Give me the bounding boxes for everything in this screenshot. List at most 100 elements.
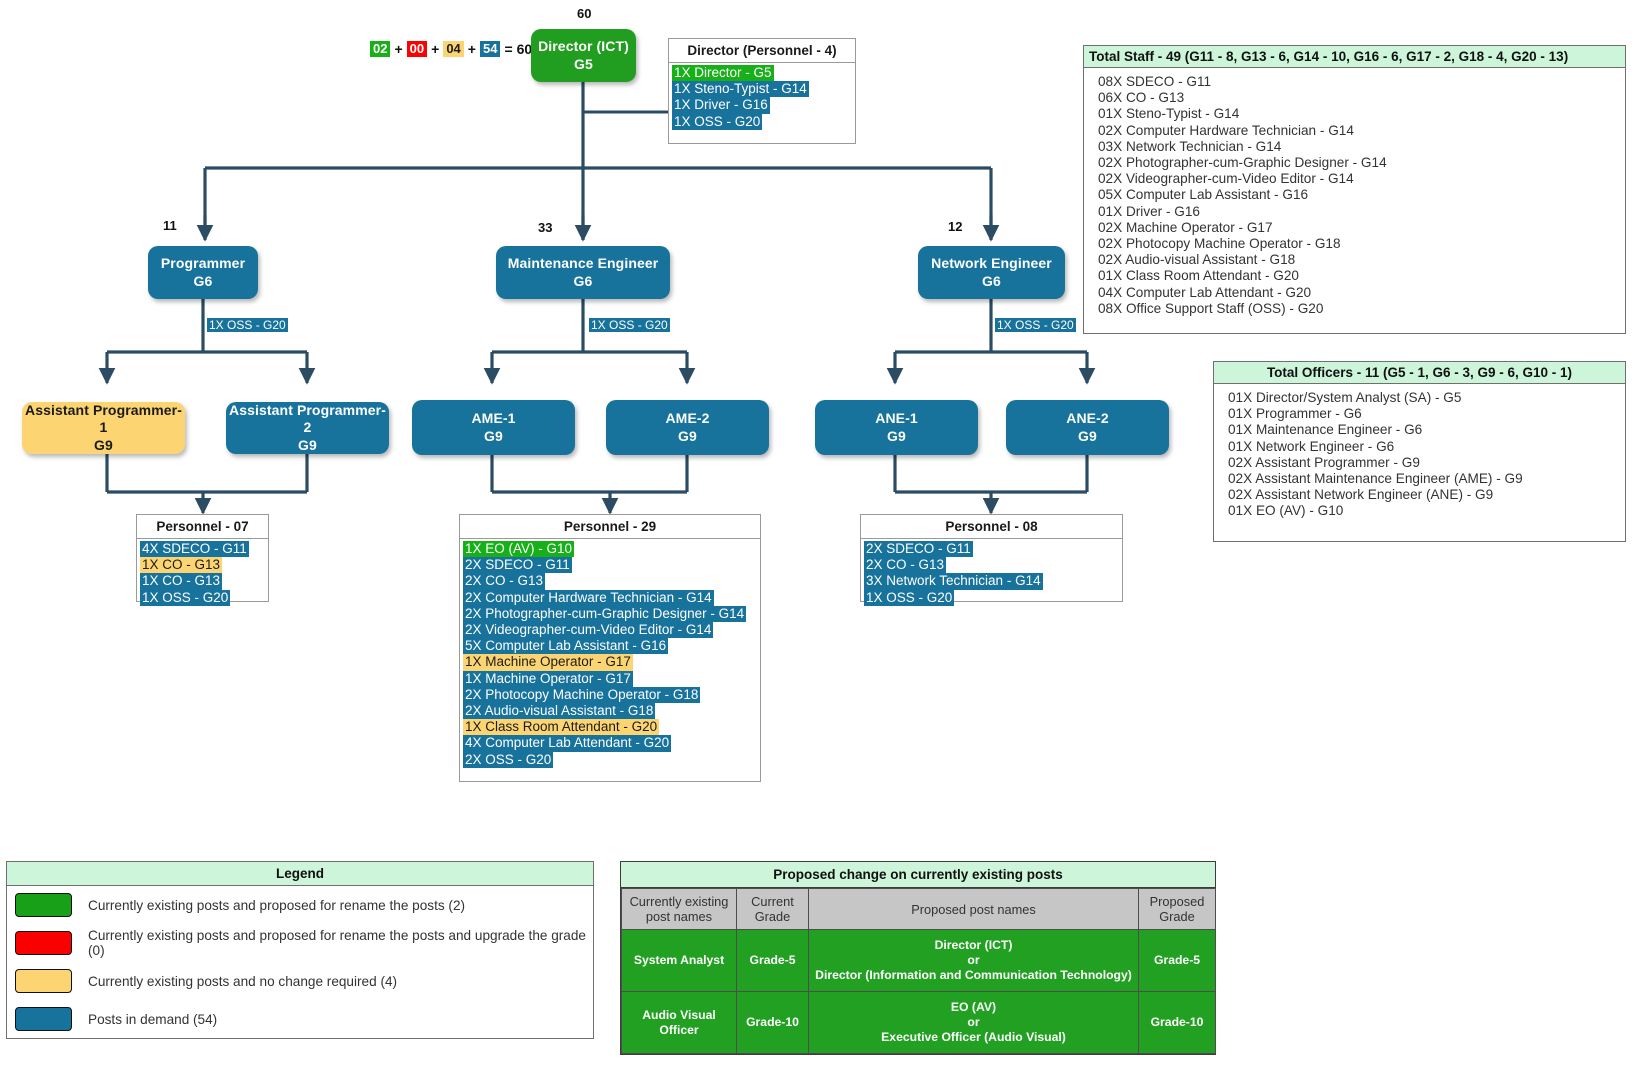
personnel-07-box: Personnel - 07 4X SDECO - G11 1X CO - G13… bbox=[136, 514, 269, 606]
node-ame-2-grade: G9 bbox=[678, 427, 697, 444]
personnel-line: 1X Steno-Typist - G14 bbox=[672, 81, 809, 98]
equation-chip-amber: 04 bbox=[443, 41, 464, 57]
equation-equals: = bbox=[504, 41, 513, 57]
personnel-line: 2X SDECO - G11 bbox=[463, 557, 572, 574]
summary-line: 01X Driver - G16 bbox=[1098, 203, 1200, 219]
personnel-line: 1X Class Room Attendant - G20 bbox=[463, 719, 660, 736]
summary-line: 02X Photocopy Machine Operator - G18 bbox=[1098, 236, 1341, 252]
personnel-line: 4X Computer Lab Attendant - G20 bbox=[463, 735, 672, 752]
total-officers-items: 01X Director/System Analyst (SA) - G5 01X… bbox=[1214, 384, 1625, 526]
personnel-line: 4X SDECO - G11 bbox=[140, 541, 249, 558]
legend-color-swatch bbox=[15, 969, 72, 993]
total-officers-header: Total Officers - 11 (G5 - 1, G6 - 3, G9 … bbox=[1214, 362, 1625, 384]
node-ame-2-title: AME-2 bbox=[665, 410, 710, 426]
summary-line: 02X Audio-visual Assistant - G18 bbox=[1098, 252, 1296, 268]
legend-label: Currently existing posts and no change r… bbox=[88, 973, 398, 989]
legend-color-swatch bbox=[15, 893, 72, 917]
proposed-table-cell: Grade-10 bbox=[1138, 991, 1216, 1054]
summary-line: 02X Assistant Programmer - G9 bbox=[1228, 454, 1420, 470]
node-programmer[interactable]: Programmer G6 bbox=[148, 246, 258, 299]
count-director: 60 bbox=[577, 6, 592, 21]
equation-chip-blue: 54 bbox=[479, 41, 501, 57]
summary-line: 06X CO - G13 bbox=[1098, 90, 1185, 106]
node-maintenance-engineer[interactable]: Maintenance Engineer G6 bbox=[496, 246, 670, 299]
equation-chip-green: 02 bbox=[370, 41, 391, 57]
summary-line: 02X Assistant Network Engineer (ANE) - G… bbox=[1228, 487, 1494, 503]
personnel-line: 2X CO - G13 bbox=[463, 573, 546, 590]
summary-line: 02X Assistant Maintenance Engineer (AME)… bbox=[1228, 471, 1523, 487]
node-asst-prog-2-title: Assistant Programmer-2 bbox=[229, 401, 386, 436]
summary-line: 08X Office Support Staff (OSS) - G20 bbox=[1098, 300, 1324, 316]
summary-line: 01X Maintenance Engineer - G6 bbox=[1228, 422, 1423, 438]
node-asst-prog-2-grade: G9 bbox=[298, 436, 317, 453]
summary-line: 02X Computer Hardware Technician - G14 bbox=[1098, 122, 1354, 138]
personnel-07-header: Personnel - 07 bbox=[137, 515, 268, 539]
total-staff-box: Total Staff - 49 (G11 - 8, G13 - 6, G14 … bbox=[1083, 45, 1626, 334]
personnel-line: 2X CO - G13 bbox=[864, 557, 947, 574]
legend-row: Posts in demand (54) bbox=[7, 1000, 593, 1038]
node-asst-prog-1-title: Assistant Programmer-1 bbox=[25, 401, 182, 436]
proposed-table-cell: Grade-10 bbox=[736, 991, 809, 1054]
personnel-line: 2X Computer Hardware Technician - G14 bbox=[463, 589, 714, 606]
node-ame-1-grade: G9 bbox=[484, 427, 503, 444]
node-ame-2[interactable]: AME-2 G9 bbox=[606, 400, 769, 455]
total-staff-header: Total Staff - 49 (G11 - 8, G13 - 6, G14 … bbox=[1084, 46, 1625, 68]
node-ame-1-title: AME-1 bbox=[471, 410, 516, 426]
proposed-table-column-header: Proposed post names bbox=[808, 888, 1139, 930]
node-director[interactable]: Director (ICT) G5 bbox=[531, 29, 636, 82]
summary-line: 01X Steno-Typist - G14 bbox=[1098, 106, 1240, 122]
legend-box: Legend Currently existing posts and prop… bbox=[6, 861, 594, 1039]
personnel-line: 1X Machine Operator - G17 bbox=[463, 654, 633, 671]
summary-line: 01X Network Engineer - G6 bbox=[1228, 438, 1395, 454]
edge-label-network-oss: 1X OSS - G20 bbox=[995, 318, 1076, 332]
proposed-table-cell: System Analyst bbox=[621, 929, 737, 992]
node-assistant-programmer-2[interactable]: Assistant Programmer-2 G9 bbox=[226, 402, 389, 454]
legend-row: Currently existing posts and proposed fo… bbox=[7, 886, 593, 924]
summary-line: 05X Computer Lab Assistant - G16 bbox=[1098, 187, 1309, 203]
node-ane-1-grade: G9 bbox=[887, 427, 906, 444]
equation-total: 60 bbox=[516, 41, 533, 57]
equation-plus-1: + bbox=[394, 41, 403, 57]
personnel-line: 1X CO - G13 bbox=[140, 573, 223, 590]
legend-row: Currently existing posts and no change r… bbox=[7, 962, 593, 1000]
personnel-line: 1X Machine Operator - G17 bbox=[463, 670, 633, 687]
summary-line: 04X Computer Lab Attendant - G20 bbox=[1098, 284, 1312, 300]
node-ame-1[interactable]: AME-1 G9 bbox=[412, 400, 575, 455]
legend-rows: Currently existing posts and proposed fo… bbox=[7, 886, 593, 1038]
equation-plus-2: + bbox=[431, 41, 440, 57]
node-ane-1[interactable]: ANE-1 G9 bbox=[815, 400, 978, 455]
legend-title: Legend bbox=[7, 862, 593, 886]
personnel-line: 1X OSS - G20 bbox=[672, 113, 763, 130]
summary-line: 08X SDECO - G11 bbox=[1098, 74, 1212, 89]
proposed-table-cell: Grade-5 bbox=[736, 929, 809, 992]
personnel-line: 2X SDECO - G11 bbox=[864, 541, 973, 558]
personnel-line: 5X Computer Lab Assistant - G16 bbox=[463, 638, 669, 655]
node-director-grade: G5 bbox=[574, 55, 593, 72]
count-network: 12 bbox=[948, 219, 963, 234]
legend-label: Currently existing posts and proposed fo… bbox=[88, 897, 466, 913]
summary-line: 01X Director/System Analyst (SA) - G5 bbox=[1228, 390, 1462, 405]
legend-label: Posts in demand (54) bbox=[88, 1011, 218, 1027]
node-network-engineer[interactable]: Network Engineer G6 bbox=[918, 246, 1065, 299]
personnel-line: 1X OSS - G20 bbox=[140, 589, 231, 606]
node-ane-2[interactable]: ANE-2 G9 bbox=[1006, 400, 1169, 455]
director-personnel-box: Director (Personnel - 4) 1X Director - G… bbox=[668, 38, 856, 144]
node-assistant-programmer-1[interactable]: Assistant Programmer-1 G9 bbox=[22, 402, 185, 454]
count-programmer: 11 bbox=[163, 218, 177, 233]
legend-color-swatch bbox=[15, 931, 72, 955]
personnel-29-header: Personnel - 29 bbox=[460, 515, 760, 539]
personnel-line: 2X Photocopy Machine Operator - G18 bbox=[463, 686, 701, 704]
personnel-08-header: Personnel - 08 bbox=[861, 515, 1122, 539]
